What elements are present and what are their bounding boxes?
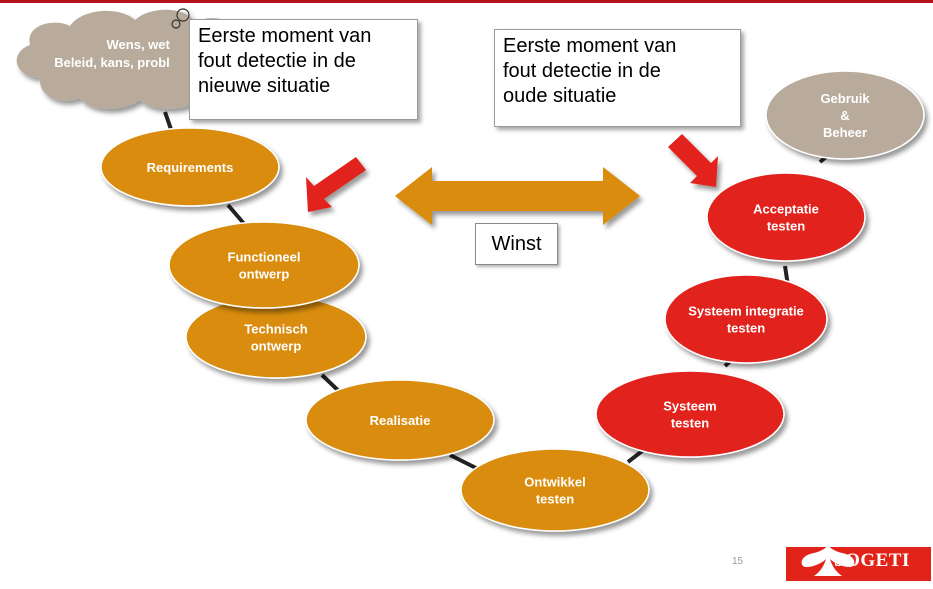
logo-text: SOGETI [834, 550, 910, 571]
callout-old-line: fout detectie in de [503, 60, 661, 82]
phase-label: testen [727, 321, 765, 336]
phase-ellipse [305, 379, 495, 461]
callout-old-line: Eerste moment van [503, 35, 677, 57]
phase-label: ontwerp [239, 267, 290, 282]
red-arrow-left [306, 157, 366, 212]
phase-acceptatie-testen: Acceptatie testen [706, 172, 866, 262]
phase-label: Realisatie [370, 413, 431, 428]
phase-requirements: Requirements [100, 127, 280, 207]
phase-functioneel-ontwerp: Functioneel ontwerp [168, 221, 360, 309]
cloud-line: Wens, wet [107, 37, 171, 52]
phase-ellipse [100, 127, 280, 207]
red-arrow-right [668, 134, 718, 187]
phase-ellipse [595, 370, 785, 458]
phase-label: & [840, 108, 849, 123]
phase-label: Gebruik [820, 91, 870, 106]
phase-label: Acceptatie [753, 202, 819, 217]
callout-new-line: Eerste moment van [198, 25, 372, 47]
winst-double-arrow [395, 167, 640, 225]
callout-new-line: nieuwe situatie [198, 75, 331, 97]
phase-gebruik-beheer: Gebruik & Beheer [765, 70, 925, 160]
phase-label: Systeem [663, 399, 716, 414]
phase-label: testen [767, 219, 805, 234]
phase-label: testen [536, 492, 574, 507]
phase-label: Beheer [823, 125, 867, 140]
phase-ellipse [168, 221, 360, 309]
cloud-bubble [171, 19, 181, 29]
top-rule [0, 0, 933, 3]
callout-old-line: oude situatie [503, 85, 617, 107]
phase-label: Requirements [147, 160, 234, 175]
cloud-text: Wens, wet Beleid, kans, probl [54, 37, 173, 70]
phase-technisch-ontwerp: Technisch ontwerp [185, 295, 367, 379]
phase-ellipse [460, 448, 650, 532]
phase-ellipse [765, 70, 925, 160]
phase-ellipse [706, 172, 866, 262]
page-number: 15 [732, 556, 744, 567]
phase-label: ontwerp [251, 339, 302, 354]
phase-realisatie: Realisatie [305, 379, 495, 461]
phase-ontwikkel-testen: Ontwikkel testen [460, 448, 650, 532]
cloud-bubble [176, 8, 190, 22]
callout-new-line: fout detectie in de [198, 50, 356, 72]
phase-label: Functioneel [228, 250, 301, 265]
callout-old-situation: Eerste moment van fout detectie in de ou… [494, 29, 741, 127]
phase-ellipse [664, 274, 828, 364]
callout-new-situation: Eerste moment van fout detectie in de ni… [189, 19, 418, 120]
phase-label: Ontwikkel [524, 475, 585, 490]
phase-label: testen [671, 416, 709, 431]
sogeti-spade-icon [801, 545, 855, 576]
phase-systeem-integratie-testen: Systeem integratie testen [664, 274, 828, 364]
phase-label: Systeem integratie [688, 304, 804, 319]
cloud-line: Beleid, kans, probl [54, 55, 170, 70]
winst-label: Winst [475, 223, 558, 265]
phase-label: Technisch [244, 322, 307, 337]
phase-systeem-testen: Systeem testen [595, 370, 785, 458]
